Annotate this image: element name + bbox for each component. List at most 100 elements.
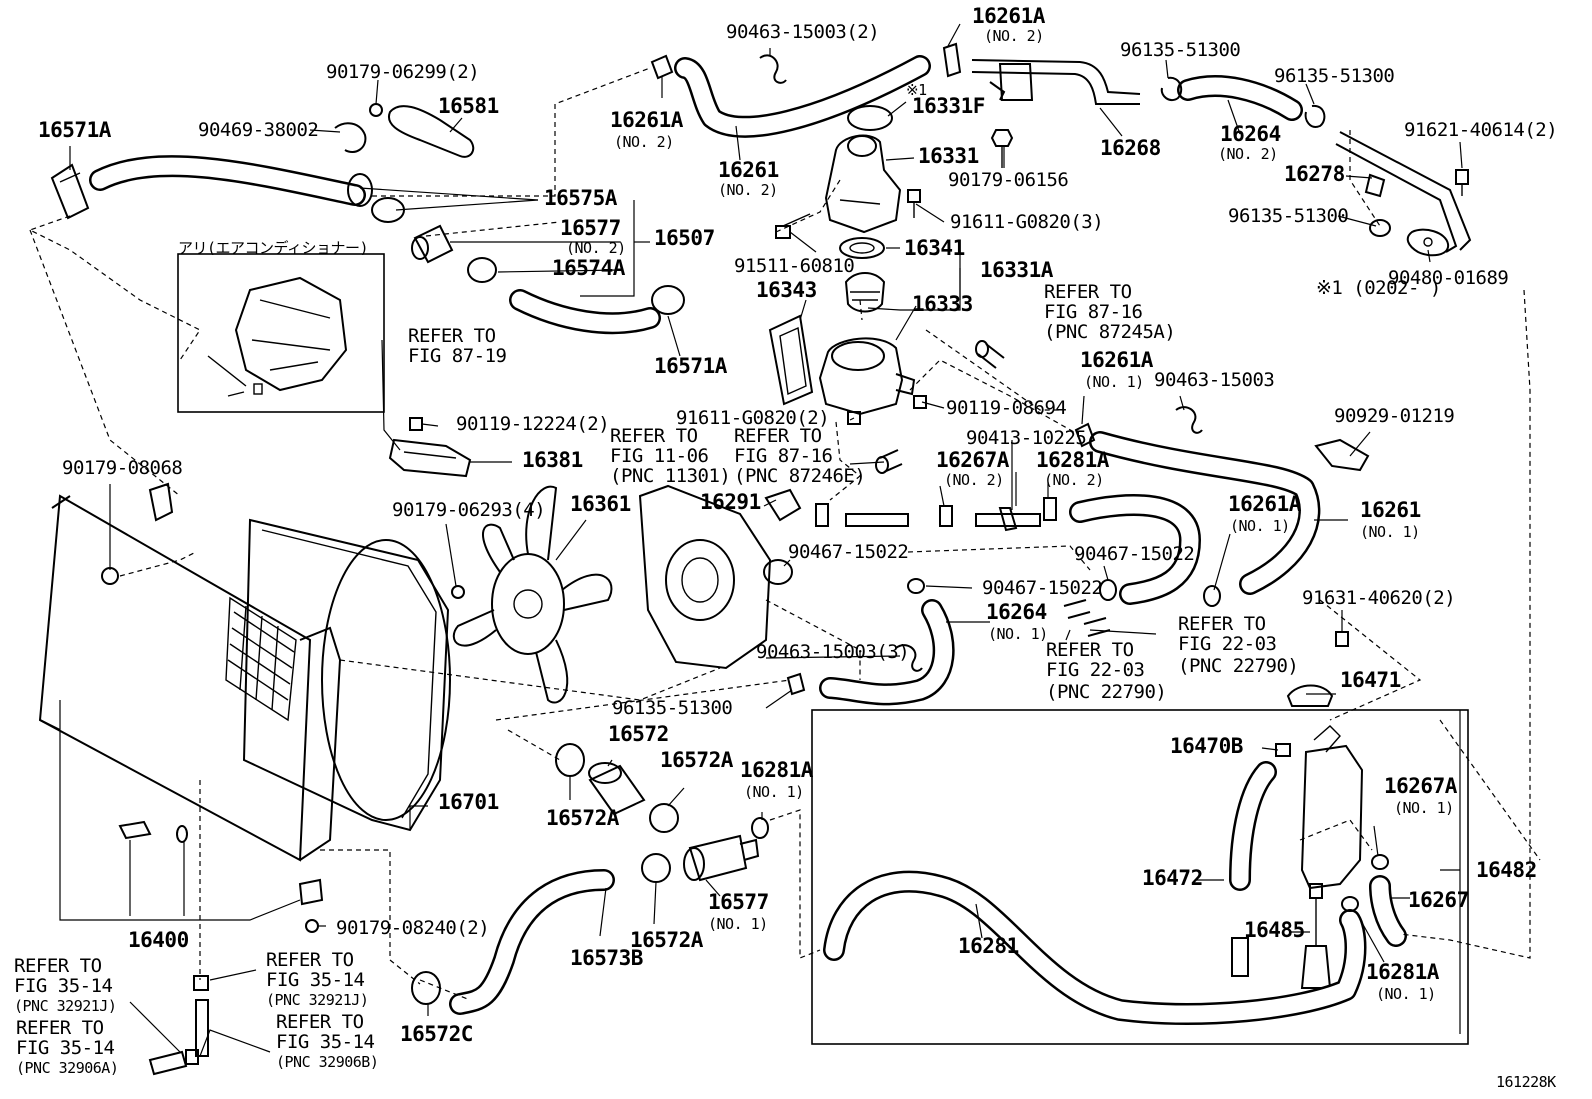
label-16482: 16482 xyxy=(1476,858,1537,882)
hose-16572 xyxy=(588,762,646,816)
union-16291 xyxy=(764,488,802,522)
label-90413-10225: 90413-10225 xyxy=(966,427,1087,449)
label-refer-87-19: REFER TO xyxy=(408,325,496,347)
upper-radiator-hose-16571A xyxy=(89,155,366,206)
water-outlet-16331 xyxy=(824,134,902,234)
label-16267A-no1-sub: (NO. 1) xyxy=(1394,799,1454,817)
label-90467-15022-a: 90467-15022 xyxy=(788,541,909,563)
gasket-90480-01689 xyxy=(1406,228,1450,257)
label-90119-12224: 90119-12224(2) xyxy=(456,413,610,435)
clamps-16267A-16281A xyxy=(1341,854,1389,912)
label-90929-01219: 90929-01219 xyxy=(1334,405,1455,427)
fitting-refer-87-16-b xyxy=(875,449,903,474)
label-90469-38002: 90469-38002 xyxy=(198,119,319,141)
label-refer-22-03-a-pnc: (PNC 22790) xyxy=(1178,655,1299,677)
hose-16267 xyxy=(1369,875,1407,947)
label-16577-no2-sub: (NO. 2) xyxy=(566,239,626,257)
clamp-96135-51300-a xyxy=(1160,76,1183,102)
label-16581: 16581 xyxy=(438,94,499,118)
label-16261A-top-sub: (NO. 2) xyxy=(614,133,674,151)
label-16267A-no2: 16267A xyxy=(936,448,1009,472)
label-16267: 16267 xyxy=(1408,888,1469,912)
bolt-91621-40614 xyxy=(1455,169,1469,196)
label-refer-87-16-b: REFER TO xyxy=(734,425,822,447)
label-16485: 16485 xyxy=(1244,918,1305,942)
label-16268: 16268 xyxy=(1100,136,1161,160)
label-16573B: 16573B xyxy=(570,946,643,970)
label-16267A-no2-sub: (NO. 2) xyxy=(944,471,1004,489)
label-96135-51300-c: 96135-51300 xyxy=(1228,205,1349,227)
label-16333: 16333 xyxy=(912,292,973,316)
label-16381: 16381 xyxy=(522,448,583,472)
label-refer-87-16-a: REFER TO xyxy=(1044,281,1132,303)
label-16331F: 16331F xyxy=(912,94,985,118)
clip-16261A-no1-a xyxy=(1074,422,1096,448)
label-16281: 16281 xyxy=(958,934,1019,958)
pipe-16577-no1 xyxy=(683,834,760,882)
gasket-16341 xyxy=(839,237,885,259)
hose-right-bend xyxy=(1069,494,1201,605)
label-90467-15022-b: 90467-15022 xyxy=(1074,543,1195,565)
label-90179-06293: 90179-06293(4) xyxy=(392,499,546,521)
label-refer-22-03-a: REFER TO xyxy=(1178,613,1266,635)
pipe-16268 xyxy=(971,59,1141,105)
label-16281A-no1-a: 16281A xyxy=(740,758,813,782)
label-16281A-no1-b-sub: (NO. 1) xyxy=(1376,985,1436,1003)
reserve-tank-box xyxy=(811,709,1469,1045)
bolt-90179-06293 xyxy=(451,585,465,599)
label-96135-51300-b: 96135-51300 xyxy=(1274,65,1395,87)
label-diagram-code: 161228K xyxy=(1496,1073,1556,1091)
label-16264-no1-sub: (NO. 1) xyxy=(988,625,1048,643)
label-16331F-note: ※1 xyxy=(906,81,927,99)
clip-16261A-top xyxy=(650,54,674,80)
label-16575A: 16575A xyxy=(544,186,617,210)
label-90179-08240: 90179-08240(2) xyxy=(336,917,490,939)
thermostat-16343 xyxy=(844,272,886,313)
bolt-90179-06156 xyxy=(990,129,1014,168)
label-16267A-no1: 16267A xyxy=(1384,774,1457,798)
label-refer-87-19-fig: FIG 87-19 xyxy=(408,345,507,367)
label-refer-35-14-b-fig: FIG 35-14 xyxy=(14,975,113,997)
label-16281A-no2-sub: (NO. 2) xyxy=(1044,471,1104,489)
aircon-bracket-box xyxy=(177,253,385,413)
hose-16264-no2 xyxy=(1177,75,1303,121)
hose-16264-no1 xyxy=(819,599,955,706)
clamp-16281A-no1-a xyxy=(751,817,769,839)
label-91621-40614: 91621-40614(2) xyxy=(1404,119,1558,141)
clamp-16571A-mid xyxy=(651,285,685,315)
upper-hose-lower-section xyxy=(509,289,661,335)
label-91611-G0820-3: 91611-G0820(3) xyxy=(950,211,1104,233)
label-16261A-top: 16261A xyxy=(610,108,683,132)
fan-16361 xyxy=(452,485,613,704)
label-16343: 16343 xyxy=(756,278,817,302)
bolt-90119-12224 xyxy=(409,417,423,431)
label-16261A-no1-a-sub: (NO. 1) xyxy=(1084,373,1144,391)
label-16261A-no1-b-sub: (NO. 1) xyxy=(1230,517,1290,535)
label-16572A-c: 16572A xyxy=(630,928,703,952)
clamp-96135-51300-d xyxy=(786,672,806,696)
clamp-96135-51300-b xyxy=(1304,104,1326,128)
label-16572: 16572 xyxy=(608,722,669,746)
label-16331: 16331 xyxy=(918,144,979,168)
label-16261-no2-sub: (NO. 2) xyxy=(718,181,778,199)
label-91511-60810: 91511-60810 xyxy=(734,255,855,277)
label-refer-35-14-d-pnc: (PNC 32906B) xyxy=(276,1053,379,1071)
label-refer-22-03-b-fig: FIG 22-03 xyxy=(1046,659,1145,681)
clip-90463-15003-top xyxy=(759,54,787,84)
label-refer-35-14-a-fig: FIG 35-14 xyxy=(266,969,365,991)
label-16264-no2-sub: (NO. 2) xyxy=(1218,145,1278,163)
pipe-refer-87-16-a xyxy=(975,340,1005,369)
housing-16333 xyxy=(818,337,916,416)
label-96135-51300-d: 96135-51300 xyxy=(612,697,733,719)
label-16281A-no1-b: 16281A xyxy=(1366,960,1439,984)
leader-lines xyxy=(59,23,1463,1065)
label-16261A-tr-sub: (NO. 2) xyxy=(984,27,1044,45)
clip-16261A-no2-right xyxy=(942,42,962,78)
hose-clamp-16571A-top xyxy=(50,163,90,220)
hose-16261-no2 xyxy=(674,55,931,138)
label-refer-11-06-fig: FIG 11-06 xyxy=(610,445,709,467)
bolt-90119-08694 xyxy=(913,395,927,409)
label-header-note: ※1 (0202- ) xyxy=(1316,277,1441,299)
label-refer-22-03-b-pnc: (PNC 22790) xyxy=(1046,681,1167,703)
